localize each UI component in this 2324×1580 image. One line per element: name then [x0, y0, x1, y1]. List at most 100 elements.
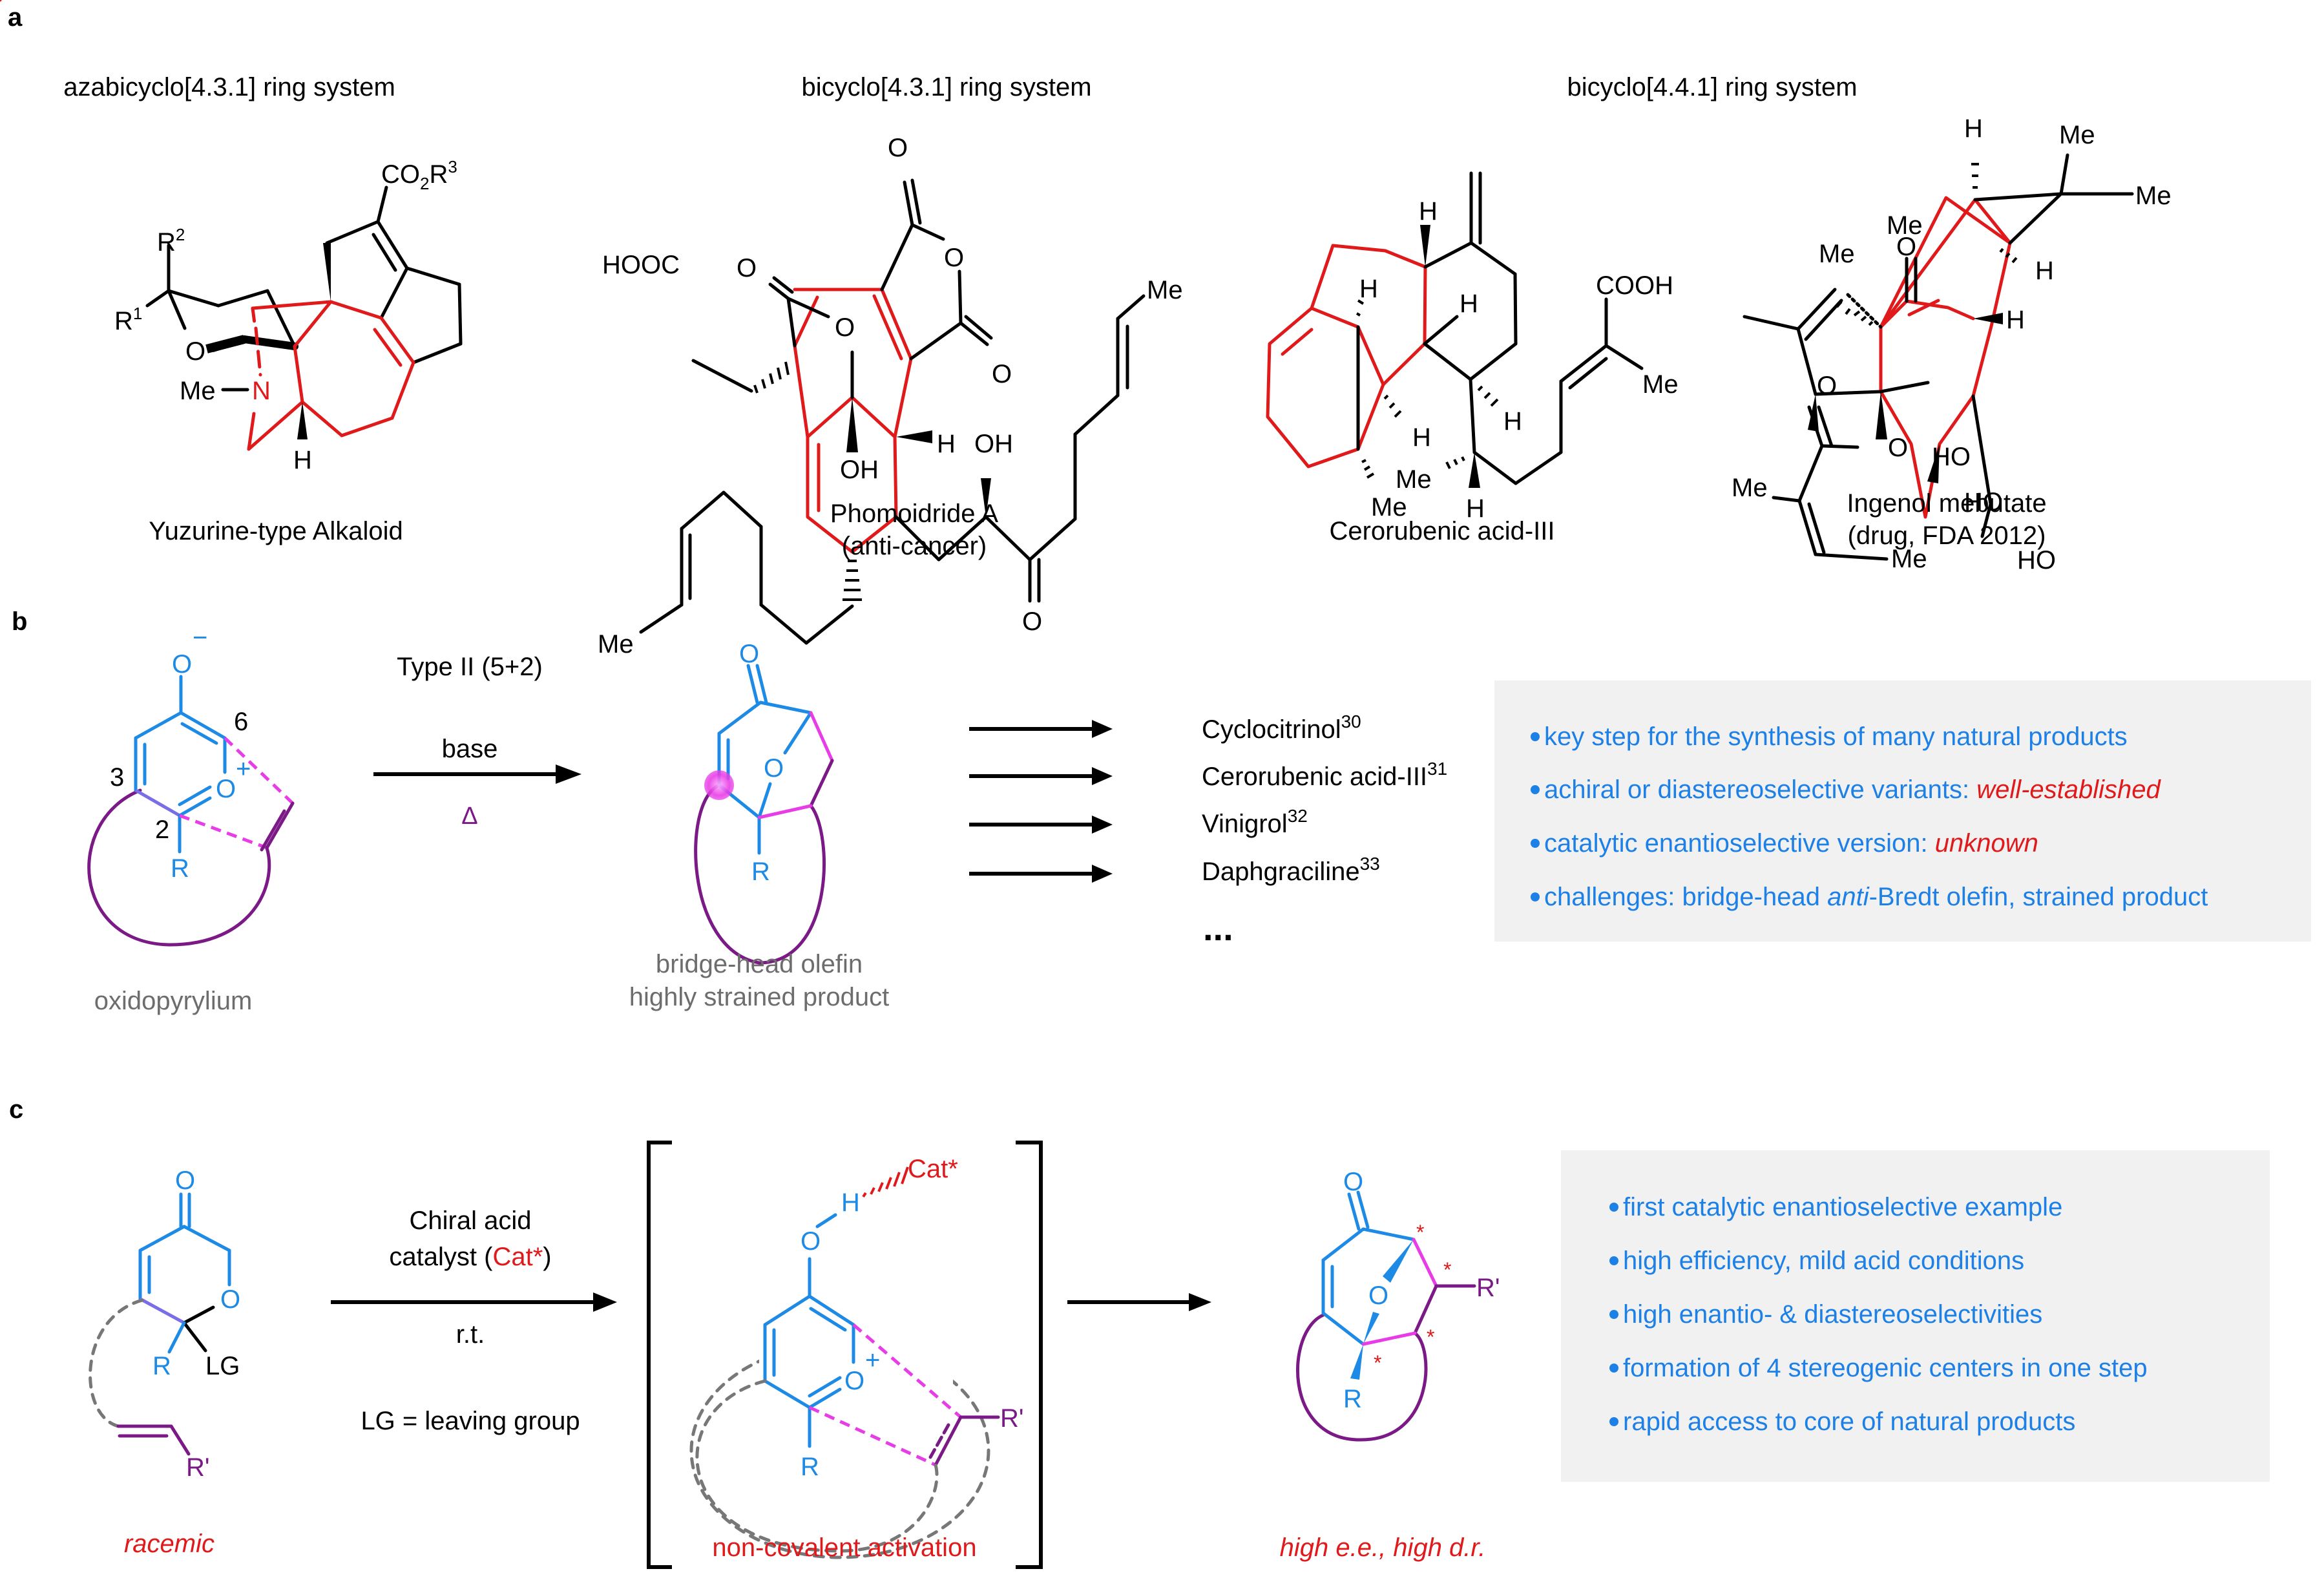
cer-h-mid: H — [1460, 290, 1478, 318]
bridgehead-product-structure: O O R — [694, 640, 834, 965]
bridgehead-olefin-highlight — [704, 770, 734, 800]
arrows-to-targets — [969, 720, 1113, 883]
caption-oxidopyrylium: oxidopyrylium — [94, 987, 253, 1015]
note-b-3: catalytic enantioselective version: unkn… — [1544, 829, 2038, 858]
ing-ho-lower: HO — [1964, 488, 2003, 516]
pho-h: H — [937, 430, 956, 458]
cycloadduct-product-structure: O O R' R * * * * — [1295, 1168, 1500, 1442]
ing-me-top: Me — [2059, 121, 2095, 149]
ing-me-right: Me — [2135, 182, 2172, 210]
intermediate-plus-sign: + — [865, 1346, 880, 1375]
caption-ingenol-note: (drug, FDA 2012) — [1848, 521, 2046, 550]
target-item: Cerorubenic acid-III31 — [1202, 759, 1447, 791]
ing-o-ketone: O — [1896, 233, 1916, 261]
substrate-o-ring: O — [220, 1285, 240, 1314]
stereocenter-star: * — [1427, 1325, 1434, 1349]
ing-me-bottom: Me — [1891, 545, 1927, 573]
product-o-bridge: O — [764, 754, 784, 783]
caption-cerorubenic: Cerorubenic acid-III — [1329, 517, 1555, 545]
product-c-r-prime: R' — [1476, 1274, 1500, 1302]
panel-c-notes-box: first catalytic enantioselective example… — [1561, 1150, 2270, 1482]
caption-high-ee-dr: high e.e., high d.r. — [1280, 1533, 1486, 1562]
yuz-n: N — [252, 377, 271, 405]
oxidopyrylium-structure: O − O + R 6 3 2 — [87, 624, 295, 947]
ing-h-right: H — [2035, 257, 2054, 285]
note-c-1: first catalytic enantioselective example — [1623, 1193, 2062, 1221]
intermediate-h: H — [841, 1188, 860, 1217]
pho-o-anhydride-top: O — [888, 134, 908, 162]
cer-h-top: H — [1419, 197, 1438, 226]
product-c-r: R — [1343, 1385, 1362, 1413]
caption-bridgehead-olefin: bridge-head olefin — [656, 950, 863, 978]
caption-phomoidride-note: (anti-cancer) — [842, 532, 987, 560]
panel-b: b O − O + R 6 3 2 ox — [12, 607, 2311, 1015]
oxido-plus-sign: + — [236, 755, 251, 783]
cerorubenic-structure: H H H H H H Me Me Me COOH — [1266, 171, 1679, 523]
stereocenter-star: * — [1416, 1221, 1424, 1244]
pyranone-substrate-structure: O O R LG R' — [89, 1166, 240, 1482]
note-b-1: key step for the synthesis of many natur… — [1544, 722, 2128, 751]
cer-me-right: Me — [1642, 370, 1679, 399]
panel-b-notes-box: key step for the synthesis of many natur… — [1494, 680, 2311, 942]
target-item: Vinigrol32 — [1202, 806, 1308, 838]
header-bicyclo-441: bicyclo[4.4.1] ring system — [1567, 73, 1857, 101]
pho-me-right: Me — [1147, 276, 1183, 304]
yuz-h: H — [293, 446, 312, 474]
yuz-r2: R2 — [157, 225, 185, 257]
intermediate-o-hydroxyl: O — [801, 1227, 821, 1256]
product-c-o-bridge: O — [1368, 1281, 1388, 1310]
note-b-2: achiral or diastereoselective variants: … — [1544, 775, 2162, 804]
cer-h-right: H — [1503, 407, 1522, 436]
product-o-carbonyl: O — [739, 640, 759, 668]
position-2: 2 — [155, 816, 169, 844]
panel-c: c O O R LG R' racemic Chiral acid — [9, 1095, 2270, 1569]
yuz-o: O — [185, 337, 205, 366]
ingenol-structure: H Me Me Me O H Me H O O HO Me HO Me HO — [0, 0, 2172, 574]
position-6: 6 — [234, 708, 248, 736]
ellipsis: ... — [1203, 907, 1233, 948]
note-c-4: formation of 4 stereogenic centers in on… — [1623, 1354, 2148, 1382]
ing-me-left: Me — [1819, 240, 1855, 268]
substrate-r-prime: R' — [186, 1453, 210, 1482]
condition-heat: Δ — [461, 803, 477, 830]
intermediate-r: R — [801, 1453, 819, 1481]
stereocenter-star: * — [1443, 1258, 1451, 1281]
intermediate-cat-star: Cat* — [908, 1155, 958, 1183]
note-c-5: rapid access to core of natural products — [1623, 1407, 2075, 1436]
target-list: Cyclocitrinol30 Cerorubenic acid-III31 V… — [1202, 711, 1447, 948]
intermediate-r-prime: R' — [1000, 1404, 1024, 1433]
target-item: Cyclocitrinol30 — [1202, 711, 1361, 744]
pho-oh-chain: OH — [974, 430, 1013, 458]
caption-non-covalent-activation: non-covalent activation — [712, 1533, 976, 1562]
panel-a: a azabicyclo[4.3.1] ring system bicyclo[… — [0, 0, 2172, 658]
position-3: 3 — [110, 763, 124, 792]
header-azabicyclo: azabicyclo[4.3.1] ring system — [63, 73, 395, 101]
ing-h-top: H — [1964, 114, 1983, 143]
caption-yuzurine: Yuzurine-type Alkaloid — [149, 517, 403, 545]
pho-oh-core: OH — [840, 456, 879, 484]
reagent-chiral-acid: Chiral acid — [410, 1206, 532, 1235]
yuz-co2r3: CO2R3 — [381, 157, 457, 193]
panel-label-b: b — [12, 607, 27, 636]
substrate-lg: LG — [205, 1352, 240, 1380]
note-c-2: high efficiency, mild acid conditions — [1623, 1247, 2024, 1275]
ing-h-wedge: H — [2006, 306, 2025, 334]
intermediate-o-plus: O — [844, 1367, 864, 1395]
oxido-minus-sign: − — [193, 624, 207, 652]
reaction-type: Type II (5+2) — [397, 653, 543, 681]
panel-label-c: c — [9, 1095, 23, 1124]
pho-o-ketone: O — [1022, 607, 1042, 636]
cer-me-bottom: Me — [1371, 493, 1407, 521]
pho-o-anhydride-ring: O — [944, 244, 964, 272]
cer-cooh: COOH — [1596, 271, 1673, 300]
cer-h-left: H — [1359, 275, 1378, 303]
phomoidride-structure: HOOC O O O O O OH H OH O Me Me — [598, 134, 1183, 658]
reagent-base: base — [442, 735, 498, 763]
ing-me-angelate: Me — [1732, 474, 1768, 502]
caption-strained-product: highly strained product — [629, 983, 889, 1011]
oxido-o-plus: O — [216, 775, 236, 803]
panel-label-a: a — [8, 3, 23, 32]
product-r: R — [751, 858, 770, 886]
ing-me-hashed: Me — [1887, 211, 1923, 240]
oxido-r: R — [171, 854, 189, 883]
